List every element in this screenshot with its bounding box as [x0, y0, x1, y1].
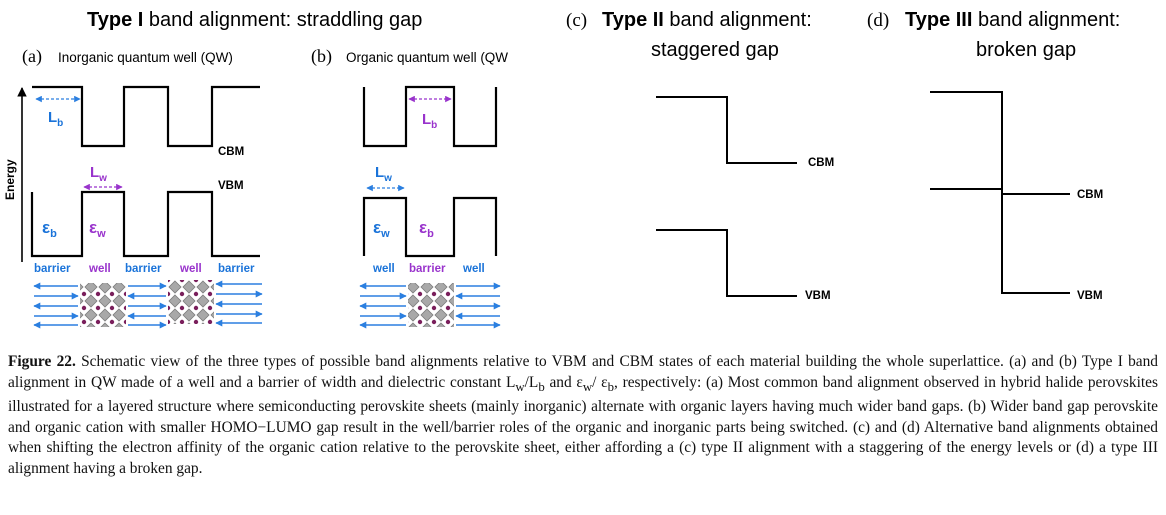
panel-a-organic-chains: [33, 280, 263, 329]
panel-b-layer-label-2: well: [462, 263, 485, 275]
figure-caption: Figure 22. Schematic view of the three t…: [8, 352, 1158, 479]
panel-c-cbm-label: CBM: [808, 157, 834, 169]
panel-d-vbm-label: VBM: [1077, 290, 1103, 302]
caption-sub-3: w: [582, 379, 593, 394]
caption-text-2: /L: [524, 373, 539, 391]
panel-a-inorganic-sheet-1: [80, 283, 126, 327]
caption-sub-2: b: [538, 379, 545, 394]
panel-a-lw-label: Lw: [90, 164, 107, 184]
panel-b-cbm-profile: [362, 85, 498, 148]
panel-b-letter: (b): [311, 46, 332, 67]
caption-sub-1: w: [515, 379, 525, 394]
panel-d-subtitle: broken gap: [976, 39, 1076, 61]
panel-a-layer-label-4: barrier: [218, 263, 255, 275]
energy-axis-label: Energy: [3, 159, 17, 200]
panel-a-lb-label: Lb: [48, 109, 63, 129]
panel-d-cbm-label: CBM: [1077, 189, 1103, 201]
panel-c-vbm-label: VBM: [805, 290, 831, 302]
caption-text-3: and ε: [544, 373, 583, 391]
panel-c-title: Type II band alignment:: [602, 9, 812, 31]
type-i-title: Type I band alignment: straddling gap: [87, 9, 422, 31]
panel-d-upper-band: [930, 91, 1070, 294]
caption-sub-4: b: [607, 379, 615, 394]
panel-b-organic-chains: [359, 282, 501, 329]
panel-c-cbm-step: [656, 96, 797, 164]
panel-c-vbm-step: [656, 229, 797, 297]
panel-a-layer-label-0: barrier: [34, 263, 71, 275]
panel-a-cbm-profile: [32, 85, 260, 148]
panel-d-lower-band: [930, 188, 1070, 195]
panel-a-cbm-label: CBM: [218, 146, 244, 158]
panel-b-title: Organic quantum well (QW: [346, 50, 508, 65]
panel-d-title: Type III band alignment:: [905, 9, 1120, 31]
caption-text-1: Schematic view of the three types of pos…: [8, 353, 1159, 391]
panel-b-layer-label-0: well: [372, 263, 395, 275]
panel-a-vbm-label: VBM: [218, 180, 244, 192]
panel-a-inorganic-sheet-2: [168, 280, 214, 324]
caption-text-4: / ε: [592, 373, 608, 391]
panel-a-structure: [33, 280, 263, 329]
panel-a-layer-label-2: barrier: [125, 263, 162, 275]
panel-b-inorganic-sheet: [408, 283, 454, 327]
panel-a-letter: (a): [22, 46, 42, 67]
panel-a-title: Inorganic quantum well (QW): [58, 50, 233, 65]
panel-b-lb-label: Lb: [422, 111, 437, 131]
caption-text-5: , respectively: (a) Most common band ali…: [8, 373, 1158, 477]
panel-c-letter: (c): [566, 10, 587, 31]
panel-a-vbm-profile: [30, 190, 260, 258]
panel-a-layer-label-1: well: [88, 263, 111, 275]
panel-b-structure: [359, 282, 501, 329]
panel-a-eps-w-label: εw: [89, 218, 106, 240]
figure-canvas: Type I band alignment: straddling gap (a…: [3, 9, 1120, 329]
panel-d-letter: (d): [867, 10, 889, 31]
panel-b-eps-b-label: εb: [419, 218, 434, 240]
caption-label: Figure 22.: [8, 353, 76, 370]
panel-b-eps-w-label: εw: [373, 218, 390, 240]
panel-b-lw-label: Lw: [375, 164, 392, 184]
panel-b-vbm-profile: [362, 196, 498, 258]
panel-b-layer-label-1: barrier: [409, 263, 446, 275]
panel-a-eps-b-label: εb: [42, 218, 57, 240]
panel-c-subtitle: staggered gap: [651, 39, 779, 61]
panel-a-layer-label-3: well: [179, 263, 202, 275]
